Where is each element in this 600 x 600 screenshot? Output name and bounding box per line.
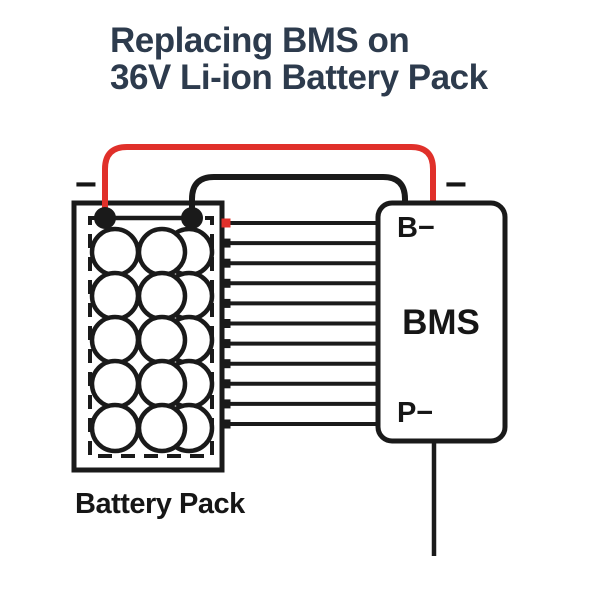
battery-cell xyxy=(136,358,188,410)
battery-cells xyxy=(89,226,215,454)
battery-cell xyxy=(136,226,188,278)
balance-wires xyxy=(221,218,378,429)
battery-cell xyxy=(89,314,141,366)
balance-wire-connector xyxy=(221,419,231,429)
battery-negative-marker: − xyxy=(75,164,97,206)
battery-cell xyxy=(89,226,141,278)
balance-wire-connector xyxy=(221,339,231,349)
battery-cell xyxy=(136,402,188,454)
battery-cell xyxy=(89,402,141,454)
bms-negative-marker: − xyxy=(445,164,467,206)
bms-box xyxy=(375,200,508,444)
battery-cell xyxy=(136,314,188,366)
bms-terminal-b-label: B− xyxy=(397,212,435,244)
balance-wire-connector xyxy=(221,379,231,389)
page-title-line1: Replacing BMS on xyxy=(110,21,410,60)
battery-cell xyxy=(89,270,141,322)
balance-wire-connector xyxy=(221,238,231,248)
balance-wire-connector xyxy=(221,258,231,268)
bms-label: BMS xyxy=(402,303,480,342)
page-title: Replacing BMS on 36V Li-ion Battery Pack xyxy=(110,22,488,96)
battery-pack-label: Battery Pack xyxy=(75,488,245,520)
balance-wire-connector xyxy=(221,218,231,228)
positive-terminal-dot xyxy=(94,207,116,229)
bms-terminal-p-label: P− xyxy=(397,397,433,429)
battery-cell xyxy=(136,270,188,322)
balance-wire-connector xyxy=(221,278,231,288)
balance-wire-connector xyxy=(221,319,231,328)
balance-wire-connector xyxy=(221,359,231,369)
balance-wire-connector xyxy=(221,298,231,308)
page-title-line2: 36V Li-ion Battery Pack xyxy=(110,58,488,97)
balance-wire-connector xyxy=(221,399,231,409)
battery-cell xyxy=(89,358,141,410)
battery-pack-outline xyxy=(71,200,225,473)
negative-main-wire xyxy=(189,174,408,220)
positive-main-wire xyxy=(102,144,436,220)
negative-terminal-dot xyxy=(181,207,203,229)
